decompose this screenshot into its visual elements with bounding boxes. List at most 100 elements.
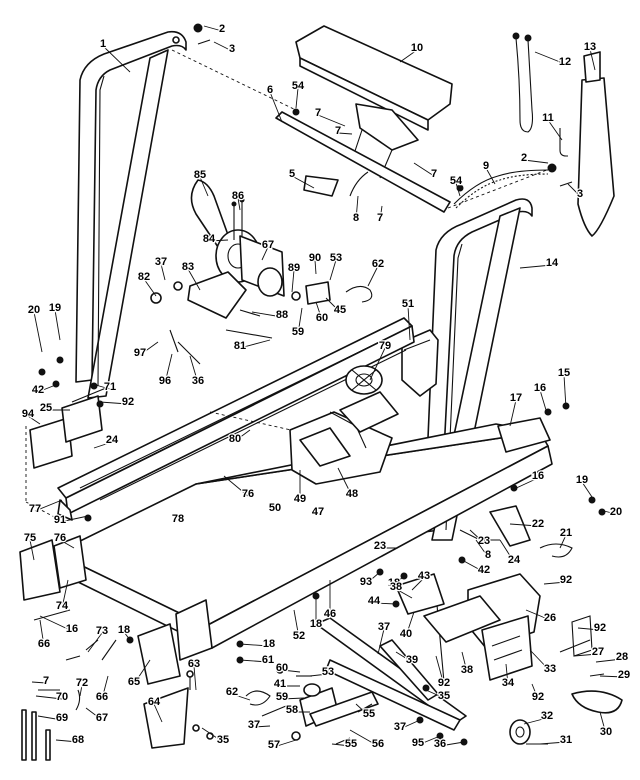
leader-line	[543, 581, 567, 585]
callout-number: 37	[248, 719, 260, 731]
callout-79: 79	[369, 339, 392, 381]
callout-number: 3	[229, 43, 235, 55]
leader-line	[239, 659, 269, 663]
leader-line	[37, 715, 63, 721]
callout-7: 7	[413, 162, 438, 181]
callout-51: 51	[401, 297, 415, 341]
callout-6: 6	[266, 83, 283, 123]
lower-assembly	[245, 666, 379, 745]
callout-54: 54	[449, 174, 464, 197]
leader-line	[599, 509, 617, 515]
callout-16: 16	[511, 469, 545, 491]
callout-60: 60	[275, 661, 301, 675]
callout-number: 53	[330, 252, 342, 264]
leader-line	[39, 619, 45, 647]
leader-line	[199, 176, 209, 197]
leader-line	[239, 643, 270, 647]
callout-49: 49	[293, 470, 307, 506]
leader-line	[93, 441, 113, 449]
leader-line	[577, 627, 601, 631]
callout-number: 59	[292, 326, 304, 338]
callout-number: 13	[584, 41, 596, 53]
callout-20: 20	[599, 505, 623, 519]
callout-59: 59	[291, 307, 305, 339]
callout-7: 7	[314, 106, 346, 127]
callout-21: 21	[559, 526, 573, 549]
callout-number: 55	[345, 738, 357, 750]
callout-number: 40	[400, 628, 412, 640]
callout-number: 92	[532, 691, 544, 703]
callout-number: 67	[262, 239, 274, 251]
leader-line	[379, 205, 383, 221]
callout-number: 85	[194, 169, 206, 181]
callout-64: 64	[147, 695, 163, 723]
leader-line	[27, 415, 41, 425]
leader-line	[295, 87, 299, 109]
callout-61: 61	[239, 653, 275, 667]
callout-number: 15	[558, 367, 570, 379]
callout-number: 3	[577, 188, 583, 200]
leader-line	[59, 539, 75, 549]
left-upright	[75, 30, 187, 399]
callout-number: 84	[203, 233, 216, 245]
callout-42: 42	[461, 559, 491, 577]
callout-8: 8	[475, 539, 492, 562]
callout-number: 59	[276, 691, 288, 703]
callout-26: 26	[525, 609, 557, 625]
leader-line	[581, 481, 595, 501]
callout-number: 27	[592, 646, 604, 658]
leader-line	[55, 739, 79, 743]
leader-line	[87, 632, 103, 653]
callout-36: 36	[433, 737, 465, 751]
callout-28: 28	[595, 650, 629, 664]
callout-number: 26	[544, 612, 556, 624]
callout-97: 97	[133, 341, 159, 360]
callout-number: 7	[315, 107, 321, 119]
callout-number: 80	[229, 433, 241, 445]
leader-line	[317, 114, 346, 127]
leader-line	[399, 49, 418, 63]
callout-number: 2	[219, 23, 225, 35]
leader-line	[231, 693, 251, 701]
leader-line	[325, 297, 341, 313]
leader-line	[355, 195, 359, 221]
callout-number: 58	[286, 704, 298, 716]
callout-2: 2	[203, 22, 226, 36]
callout-number: 17	[510, 392, 522, 404]
callout-31: 31	[539, 733, 573, 747]
leader-line	[595, 658, 623, 663]
callout-number: 68	[72, 734, 84, 746]
callout-7: 7	[334, 124, 353, 138]
callout-45: 45	[325, 297, 347, 317]
callout-83: 83	[181, 260, 201, 291]
callout-number: 83	[182, 261, 194, 273]
callout-29: 29	[599, 668, 631, 682]
callout-7: 7	[376, 205, 384, 225]
callout-18: 18	[239, 637, 276, 651]
callout-number: 82	[138, 271, 150, 283]
callout-17: 17	[509, 391, 523, 427]
leader-line	[34, 499, 63, 512]
callout-number: 35	[217, 734, 229, 746]
callout-12: 12	[534, 51, 572, 69]
callout-number: 66	[96, 691, 108, 703]
callout-number: 75	[24, 532, 36, 544]
right-end-cap	[497, 417, 551, 453]
callout-56: 56	[349, 729, 385, 751]
callout-66: 66	[95, 675, 109, 704]
hardware	[38, 356, 606, 746]
leader-line	[559, 534, 567, 549]
callout-55: 55	[355, 703, 376, 721]
leader-line	[461, 651, 468, 673]
callout-number: 36	[192, 375, 204, 387]
callout-number: 55	[363, 708, 375, 720]
leader-line	[539, 389, 547, 411]
callout-number: 20	[610, 506, 622, 518]
pulse-cables	[349, 32, 549, 209]
callout-number: 22	[532, 518, 544, 530]
leader-line	[469, 529, 485, 544]
callout-number: 76	[54, 532, 66, 544]
callout-35: 35	[425, 689, 451, 703]
leader-line	[101, 675, 109, 700]
